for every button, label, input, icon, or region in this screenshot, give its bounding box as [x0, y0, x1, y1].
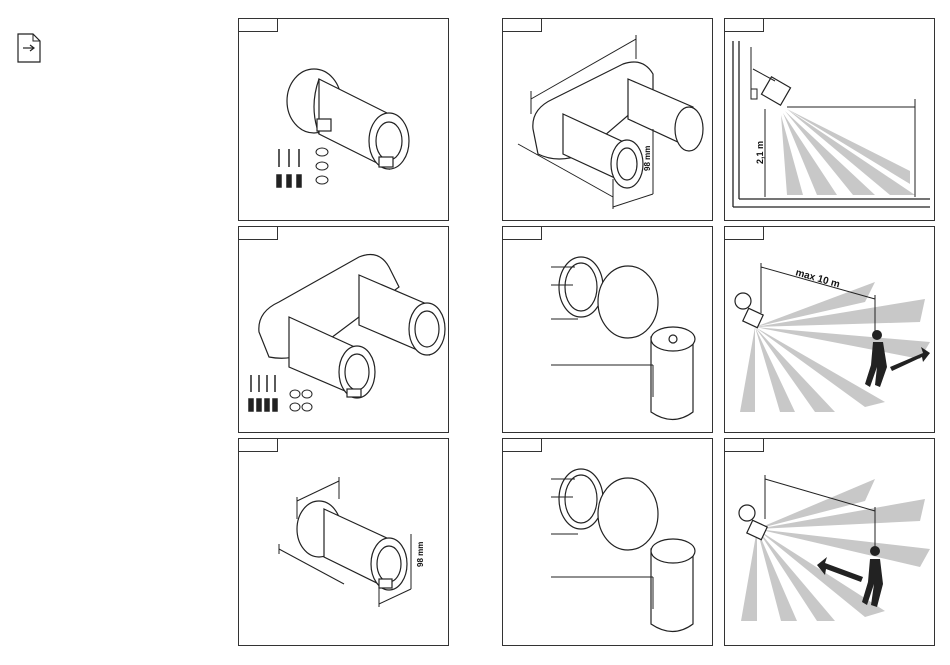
- illustration-panel-g: 98 mm: [238, 438, 449, 646]
- arrow-document-icon: [17, 33, 41, 63]
- illustration-panel-e: [502, 226, 713, 433]
- terminal-connection-drawing: [503, 439, 714, 647]
- illustration-panel-h: [502, 438, 713, 646]
- single-luminaire-drawing: [239, 19, 450, 222]
- illustration-panel-c: 2,1 m: [724, 18, 935, 221]
- illustration-panel-d: [238, 226, 449, 433]
- illustration-panel-b: 98 mm: [502, 18, 713, 221]
- single-dimensions-drawing: 98 mm: [239, 439, 450, 647]
- illustration-panel-f: max 10 m: [724, 226, 935, 433]
- illustration-panel-i: [724, 438, 935, 646]
- double-luminaire-drawing: [239, 227, 450, 434]
- dimension-label: 98 mm: [416, 542, 425, 567]
- detection-range-drawing: [725, 439, 936, 647]
- mounting-height-label: 2,1 m: [755, 141, 765, 164]
- terminal-connection-drawing: [503, 227, 714, 434]
- illustration-panel-a: [238, 18, 449, 221]
- double-dimensions-drawing: 98 mm: [503, 19, 714, 222]
- mounting-height-drawing: 2,1 m: [725, 19, 936, 222]
- dimension-label: 98 mm: [643, 146, 652, 171]
- detection-range-drawing: max 10 m: [725, 227, 936, 434]
- range-label: max 10 m: [794, 267, 841, 290]
